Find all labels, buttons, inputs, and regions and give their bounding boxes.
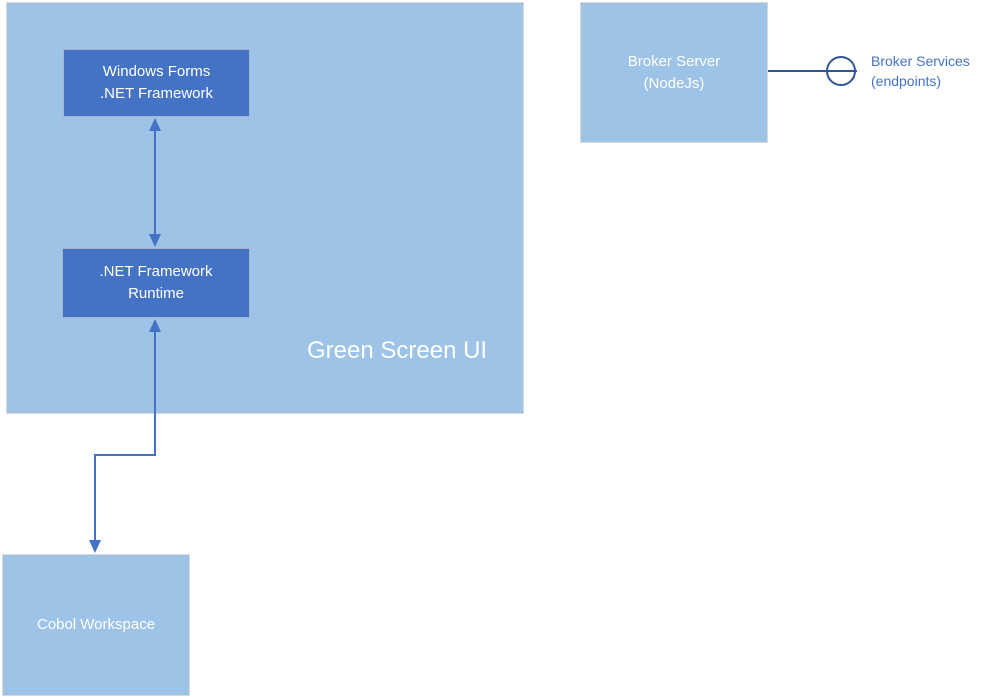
windows-forms-label-line1: Windows Forms <box>102 63 211 80</box>
broker-services-annotation: Broker Services (endpoints) <box>871 51 970 91</box>
connector-runtime-cobol-segment-vertical-2 <box>94 454 96 542</box>
net-framework-runtime-node: .NET Framework Runtime <box>62 248 250 318</box>
connector-windowsforms-runtime <box>154 129 156 236</box>
connector-broker-endpoint <box>768 70 857 72</box>
arrowhead-up-icon <box>149 118 161 131</box>
windows-forms-label-line2: .NET Framework <box>99 85 214 102</box>
green-screen-ui-label: Green Screen UI <box>307 337 488 364</box>
broker-services-label-line2: (endpoints) <box>871 73 942 89</box>
connector-runtime-cobol-segment-vertical-1 <box>154 330 156 455</box>
endpoint-circle-icon <box>826 56 856 86</box>
cobol-workspace-node: Cobol Workspace <box>2 554 190 696</box>
arrowhead-down-icon <box>89 540 101 553</box>
net-runtime-label-line1: .NET Framework <box>99 263 213 280</box>
arrowhead-down-icon <box>149 234 161 247</box>
broker-server-label-line2: (NodeJs) <box>643 74 705 92</box>
windows-forms-node: Windows Forms .NET Framework <box>63 49 250 117</box>
net-runtime-label-line2: Runtime <box>128 285 184 302</box>
broker-server-node: Broker Server (NodeJs) <box>580 2 768 143</box>
broker-services-label-line1: Broker Services <box>871 53 970 69</box>
connector-runtime-cobol-segment-horizontal <box>94 454 156 456</box>
cobol-workspace-label: Cobol Workspace <box>36 616 156 633</box>
broker-server-label-line1: Broker Server <box>627 52 721 70</box>
arrowhead-up-icon <box>149 319 161 332</box>
